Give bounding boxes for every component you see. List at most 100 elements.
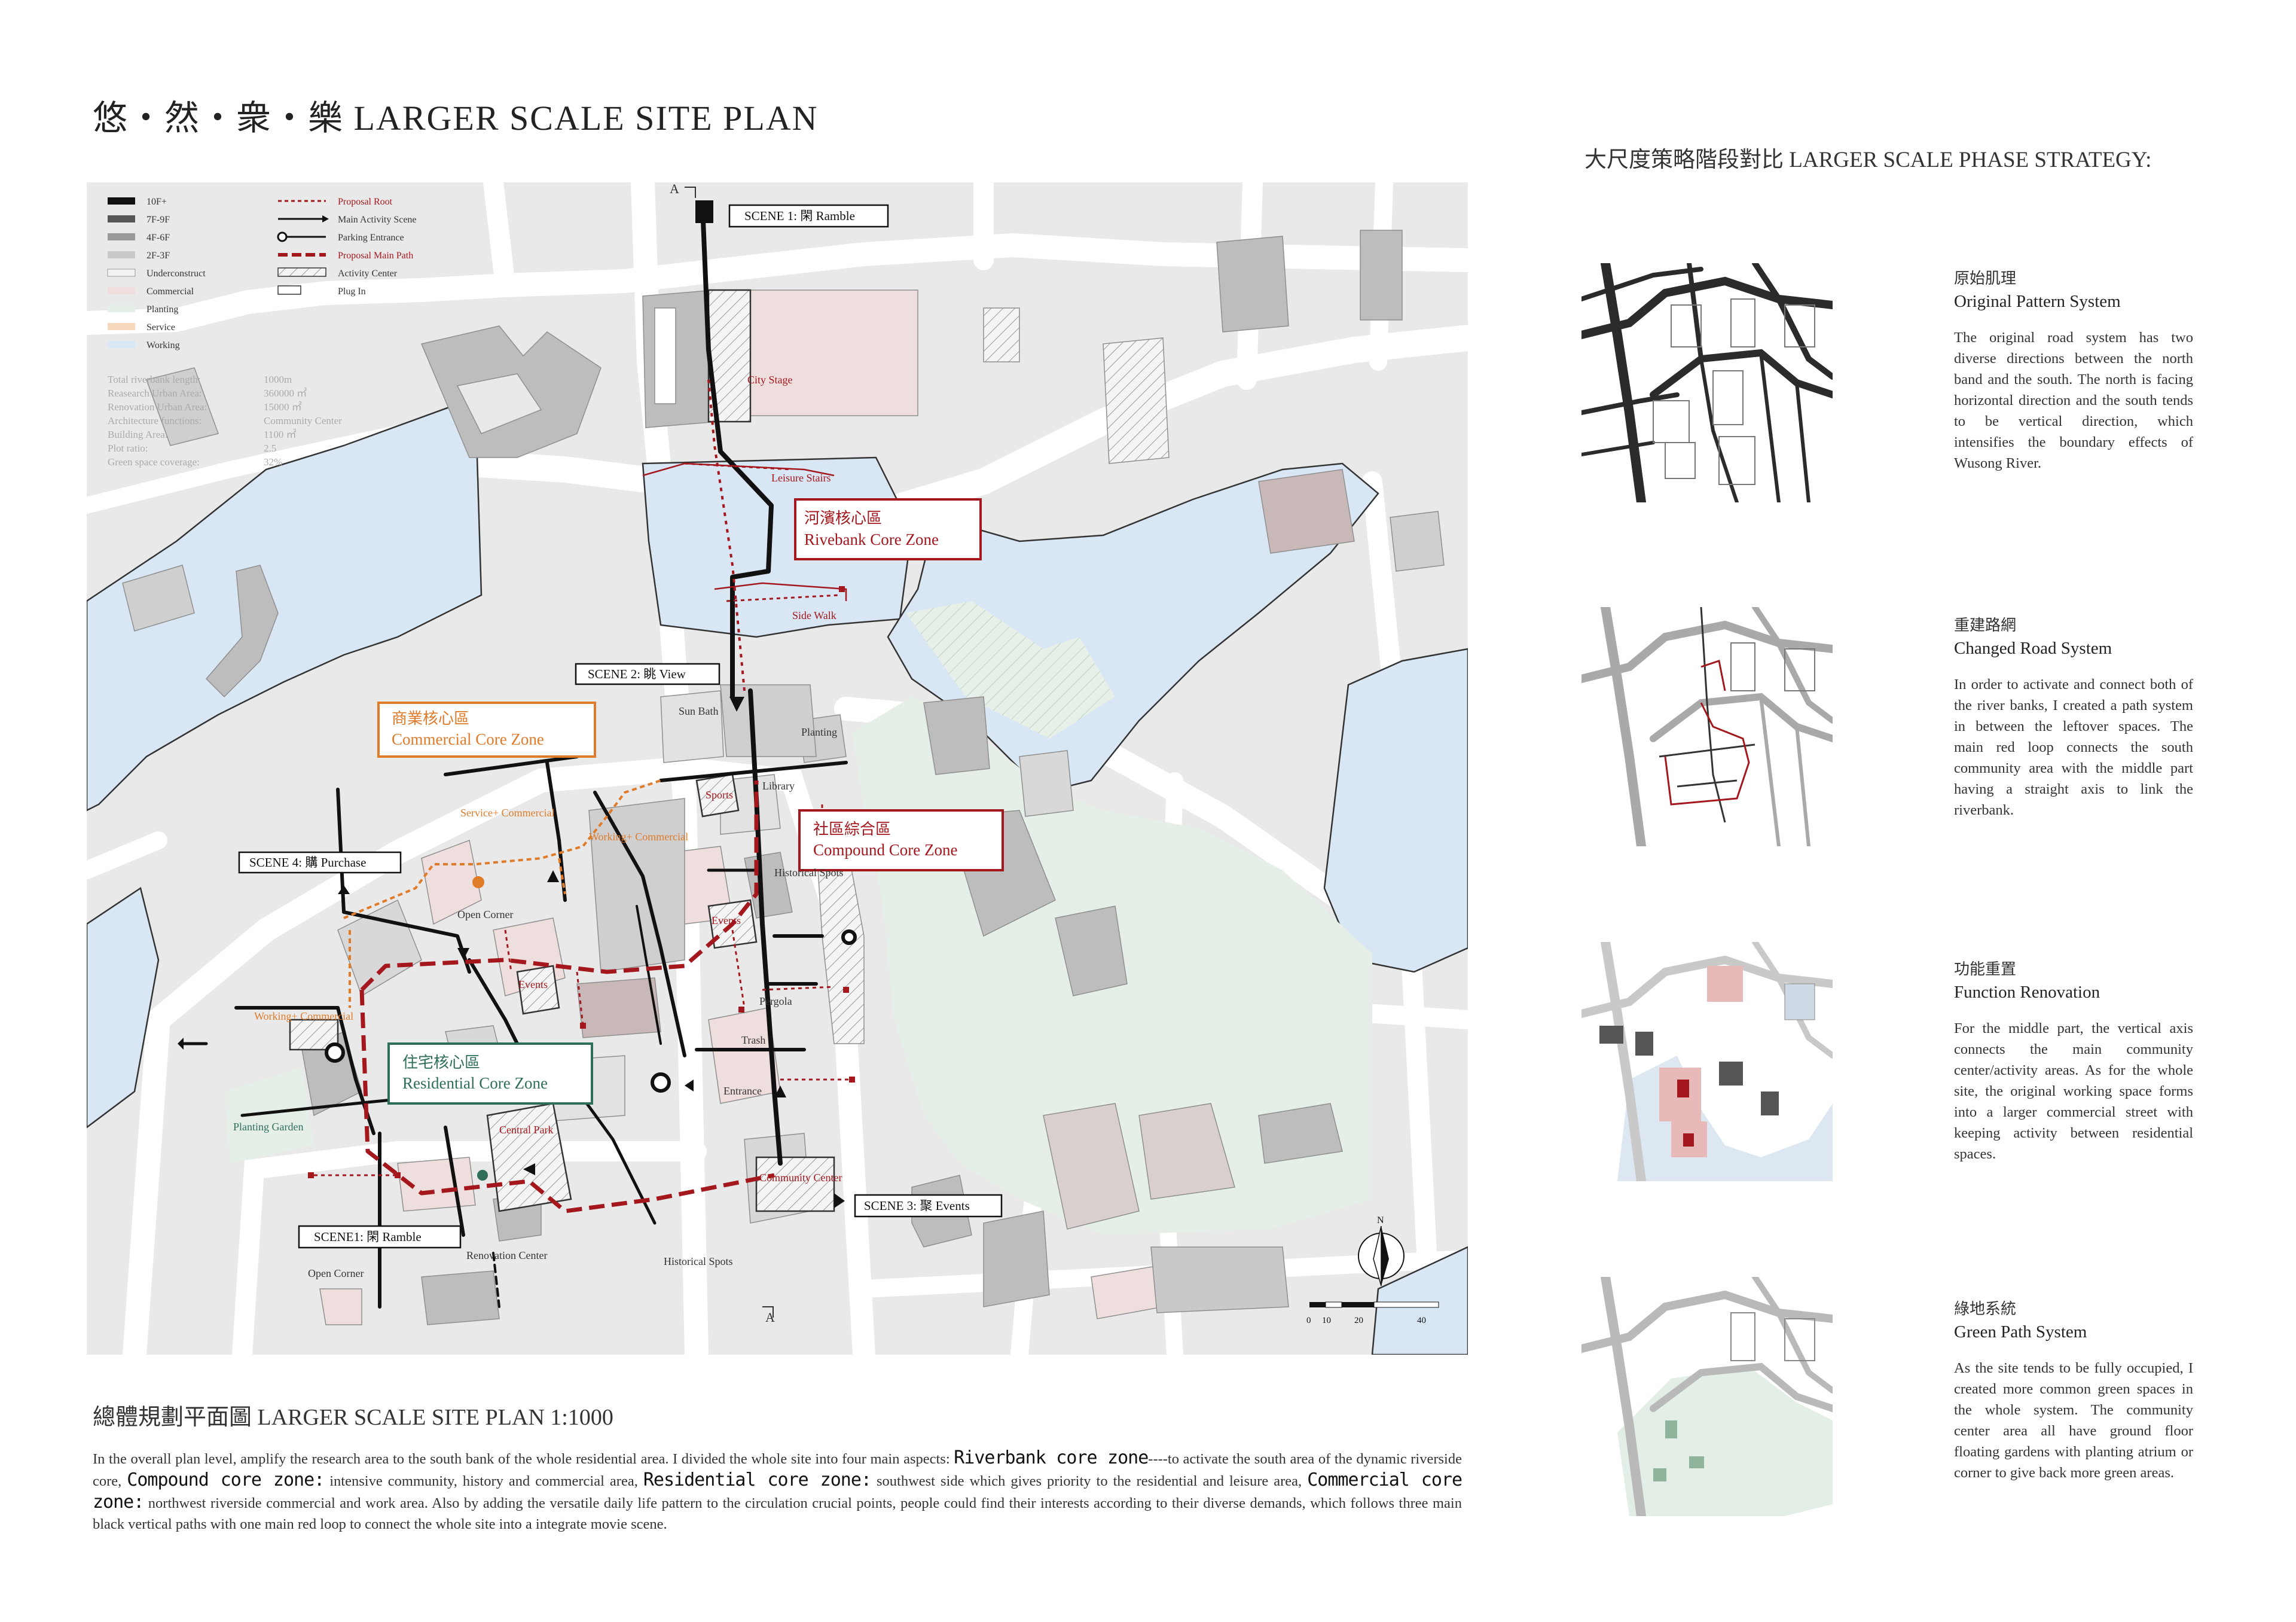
scene2-label: SCENE 2: 眺 View [588, 667, 686, 681]
scale-10: 10 [1322, 1316, 1331, 1325]
site-plan-svg: A A 10F+ 7F-9F 4F-6F 2F-3F Underconstruc… [87, 182, 1468, 1355]
label-open-corner-2: Open Corner [308, 1267, 364, 1279]
stat-label-renovation-area: Renovation Urban Area: [108, 401, 207, 413]
legend-7f-9f: 7F-9F [146, 215, 170, 225]
phase-3-description: For the middle part, the vertical axis c… [1954, 1020, 2193, 1162]
site-plan-map: A A 10F+ 7F-9F 4F-6F 2F-3F Underconstruc… [87, 182, 1468, 1355]
phase-2-text: 重建路網 Changed Road System In order to act… [1954, 613, 2193, 821]
zone-residential-cn: 住宅核心區 [402, 1054, 480, 1071]
scene4-label: SCENE 4: 購 Purchase [249, 855, 366, 870]
phase-3-title-en: Function Renovation [1954, 983, 2100, 1002]
phase-4-title-en: Green Path System [1954, 1322, 2087, 1341]
label-events-1: Events [712, 914, 741, 926]
phase-2-description: In order to activate and connect both of… [1954, 676, 2193, 818]
scene3-label: SCENE 3: 聚 Events [864, 1199, 970, 1213]
scale-0: 0 [1306, 1316, 1311, 1325]
start-marker [695, 200, 713, 223]
legend-plug-in: Plug In [338, 286, 366, 297]
plan-keyword-residential: Residential core zone: [643, 1469, 872, 1490]
label-sports: Sports [706, 789, 733, 801]
zone-compound-cn: 社區綜合區 [813, 821, 891, 838]
zone-compound-en: Compound Core Zone [813, 841, 957, 859]
label-open-corner-1: Open Corner [457, 908, 513, 920]
page-title: 悠・然・衆・樂 LARGER SCALE SITE PLAN [93, 99, 819, 138]
plan-body-2: ----to activate the south area of the dy… [93, 1451, 1462, 1489]
zone-commercial-cn: 商業核心區 [392, 710, 469, 727]
phase-1-text: 原始肌理 Original Pattern System The origina… [1954, 266, 2193, 474]
north-label: N [1377, 1215, 1384, 1225]
plan-keyword-riverbank: Riverbank core zone [954, 1447, 1149, 1468]
stat-value-plot-ratio: 2.5 [264, 443, 276, 454]
phase-1-title-cn: 原始肌理 [1954, 270, 2017, 287]
phase-3-title-cn: 功能重置 [1954, 961, 2017, 978]
legend-parking-entrance: Parking Entrance [338, 233, 404, 243]
stat-value-green-coverage: 32% [264, 456, 282, 468]
stat-label-riverbank-length: Total riverbank length: [108, 374, 201, 385]
direction-arrows [178, 697, 845, 1208]
label-trash: Trash [741, 1034, 765, 1046]
legend-service: Service [146, 322, 175, 333]
phase-2-title-cn: 重建路網 [1954, 617, 2017, 634]
label-side-walk: Side Walk [792, 609, 836, 621]
zone-residential-en: Residential Core Zone [402, 1074, 548, 1092]
label-library: Library [762, 780, 795, 792]
scale-bar: 0 10 20 40 [1306, 1301, 1439, 1325]
phase-strategy-heading: 大尺度策略階段對比 LARGER SCALE PHASE STRATEGY: [1584, 148, 2152, 172]
phase-4-description: As the site tends to be fully occupied, … [1954, 1360, 2193, 1481]
label-events-2: Events [518, 978, 548, 990]
legend-heights: 10F+ 7F-9F 4F-6F 2F-3F Underconstruct Co… [107, 197, 206, 350]
label-sun-bath: Sun Bath [679, 705, 719, 717]
legend-proposal-root: Proposal Root [338, 197, 393, 207]
phase-3-thumbnail [1581, 942, 1833, 1181]
zone-riverbank-cn: 河濱核心區 [804, 510, 882, 527]
phase-1-description: The original road system has two diverse… [1954, 330, 2193, 471]
legend-underconstruct: Underconstruct [146, 269, 206, 279]
stat-label-green-coverage: Green space coverage: [108, 456, 200, 468]
label-historical-spots-2: Historical Spots [664, 1255, 733, 1267]
legend-4f-6f: 4F-6F [146, 233, 170, 243]
section-a-top-label: A [670, 182, 679, 196]
label-renovation-center: Renovation Center [466, 1249, 547, 1261]
scene-labels: SCENE 1: 閑 Ramble SCENE 2: 眺 View SCENE … [238, 204, 1003, 1249]
stat-label-research-area: Reasearch Urban Area: [108, 388, 202, 399]
phase-4-text: 綠地系統 Green Path System As the site tends… [1954, 1297, 2193, 1483]
scale-40: 40 [1417, 1316, 1426, 1325]
legend-2f-3f: 2F-3F [146, 251, 170, 261]
legend-activity-center: Activity Center [338, 269, 398, 279]
label-historical-spots-1: Historical Spots [774, 867, 844, 879]
phase-1-title-en: Original Pattern System [1954, 292, 2121, 311]
plan-keyword-compound: Compound core zone: [127, 1469, 325, 1490]
label-working-commercial-1: Working+ Commercial [589, 831, 688, 843]
plan-body-4: southwest side which gives priority to t… [871, 1473, 1308, 1489]
stat-value-functions: Community Center [264, 415, 342, 426]
scene1-top-label: SCENE 1: 閑 Ramble [744, 209, 855, 223]
label-leisure-stairs: Leisure Stairs [771, 472, 831, 484]
legend-10f: 10F+ [146, 197, 167, 207]
zone-riverbank-en: Rivebank Core Zone [804, 530, 939, 548]
legend-main-activity-scene: Main Activity Scene [338, 215, 417, 225]
label-planting-garden: Planting Garden [233, 1121, 303, 1133]
commercial-route [343, 779, 661, 1008]
label-city-stage: City Stage [747, 374, 793, 386]
legend-commercial: Commercial [146, 286, 194, 297]
label-central-park: Central Park [499, 1124, 553, 1136]
plan-keyword-commercial: Commercial core zone: [93, 1469, 1463, 1513]
label-entrance: Entrance [723, 1085, 762, 1097]
legend-symbols: Proposal Root Main Activity Scene Parkin… [277, 197, 417, 297]
stat-value-building-area: 1100 ㎡ [264, 429, 297, 440]
plan-body-1: In the overall plan level, amplify the r… [93, 1451, 954, 1467]
section-a-bottom-label: A [765, 1310, 775, 1325]
scale-20: 20 [1354, 1316, 1363, 1325]
phase-4-thumbnail [1581, 1277, 1833, 1516]
map-annotations: City Stage Leisure Stairs Side Walk Sun … [233, 374, 844, 1279]
phase-2-thumbnail [1581, 607, 1833, 846]
legend-planting: Planting [146, 304, 178, 315]
zone-callouts: 河濱核心區 Rivebank Core Zone 商業核心區 Commercia… [377, 498, 1004, 1105]
site-stats: Total riverbank length: Reasearch Urban … [108, 374, 342, 468]
riverbank-edges [642, 462, 847, 601]
nodes [325, 876, 857, 1181]
label-working-commercial-2: Working+ Commercial [254, 1010, 353, 1022]
zone-commercial-en: Commercial Core Zone [392, 730, 544, 748]
scene1-bottom-label: SCENE1: 閑 Ramble [314, 1230, 422, 1244]
phase-3-text: 功能重置 Function Renovation For the middle … [1954, 957, 2193, 1164]
